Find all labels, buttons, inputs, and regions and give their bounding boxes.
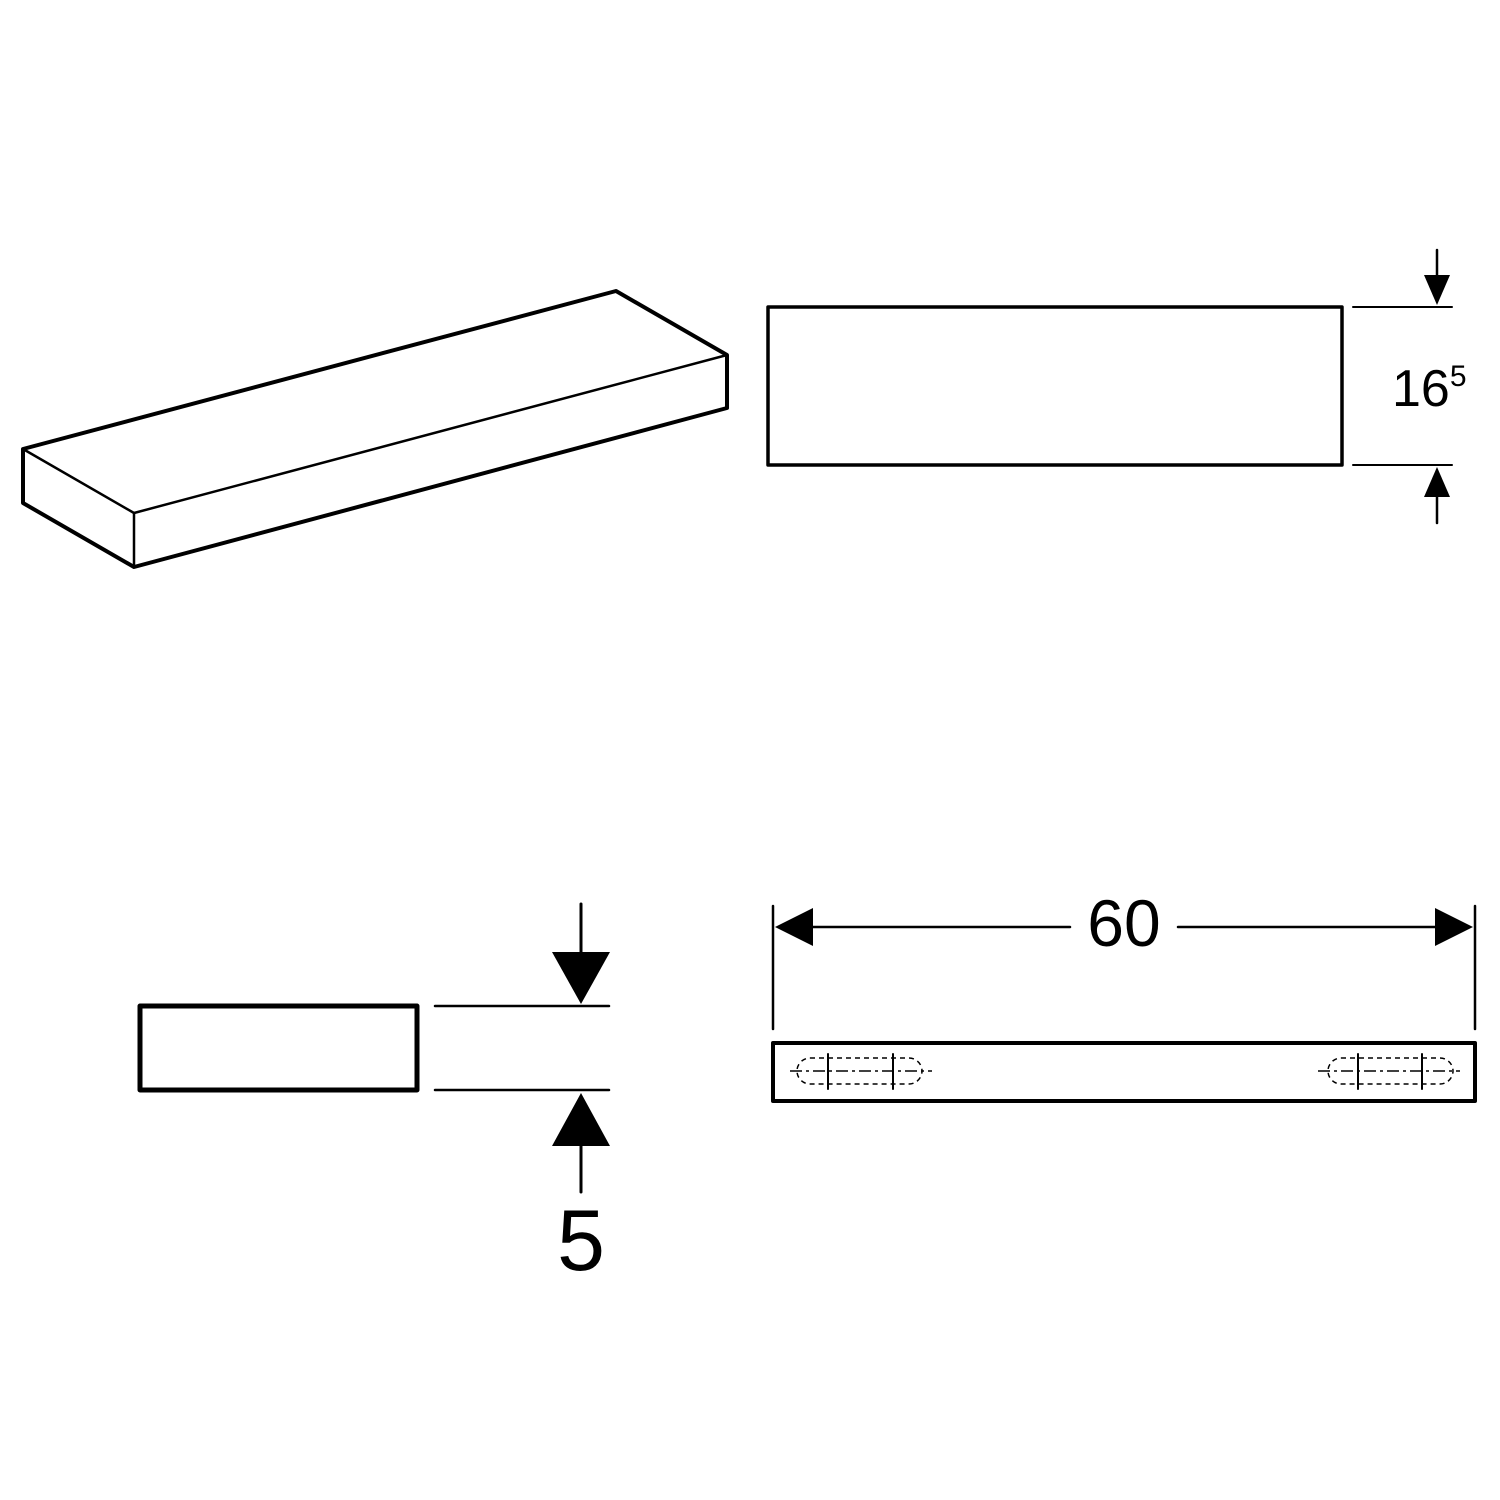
mounting-slot-left — [790, 1053, 932, 1090]
slot-outline-dashed — [1327, 1057, 1454, 1085]
arrow-down-icon — [1424, 275, 1450, 305]
top-view: 165 — [766, 248, 1467, 525]
arrow-up-icon — [1424, 467, 1450, 497]
height-dimension-main: 16 — [1392, 360, 1450, 418]
shelf-outline — [21, 289, 729, 569]
height-dimension-label: 165 — [1392, 360, 1467, 418]
height-dimension-superscript: 5 — [1450, 360, 1467, 393]
shelf-long-top-edge — [132, 353, 729, 515]
arrow-down-icon — [552, 952, 610, 1004]
top-view-rectangle — [766, 305, 1344, 467]
shelf-front-top-edge — [21, 447, 136, 515]
arrow-left-icon — [775, 908, 813, 946]
side-view: 5 — [137, 902, 611, 1289]
front-view: 60 — [771, 886, 1477, 1103]
isometric-shelf-view — [21, 289, 729, 569]
mounting-slot-right — [1318, 1053, 1460, 1090]
depth-dimension-label: 5 — [557, 1193, 605, 1289]
front-view-rectangle — [771, 1041, 1477, 1103]
arrow-right-icon — [1435, 908, 1473, 946]
width-dimension-label: 60 — [1087, 886, 1160, 960]
arrow-up-icon — [552, 1093, 610, 1146]
side-view-rectangle — [137, 1003, 420, 1093]
